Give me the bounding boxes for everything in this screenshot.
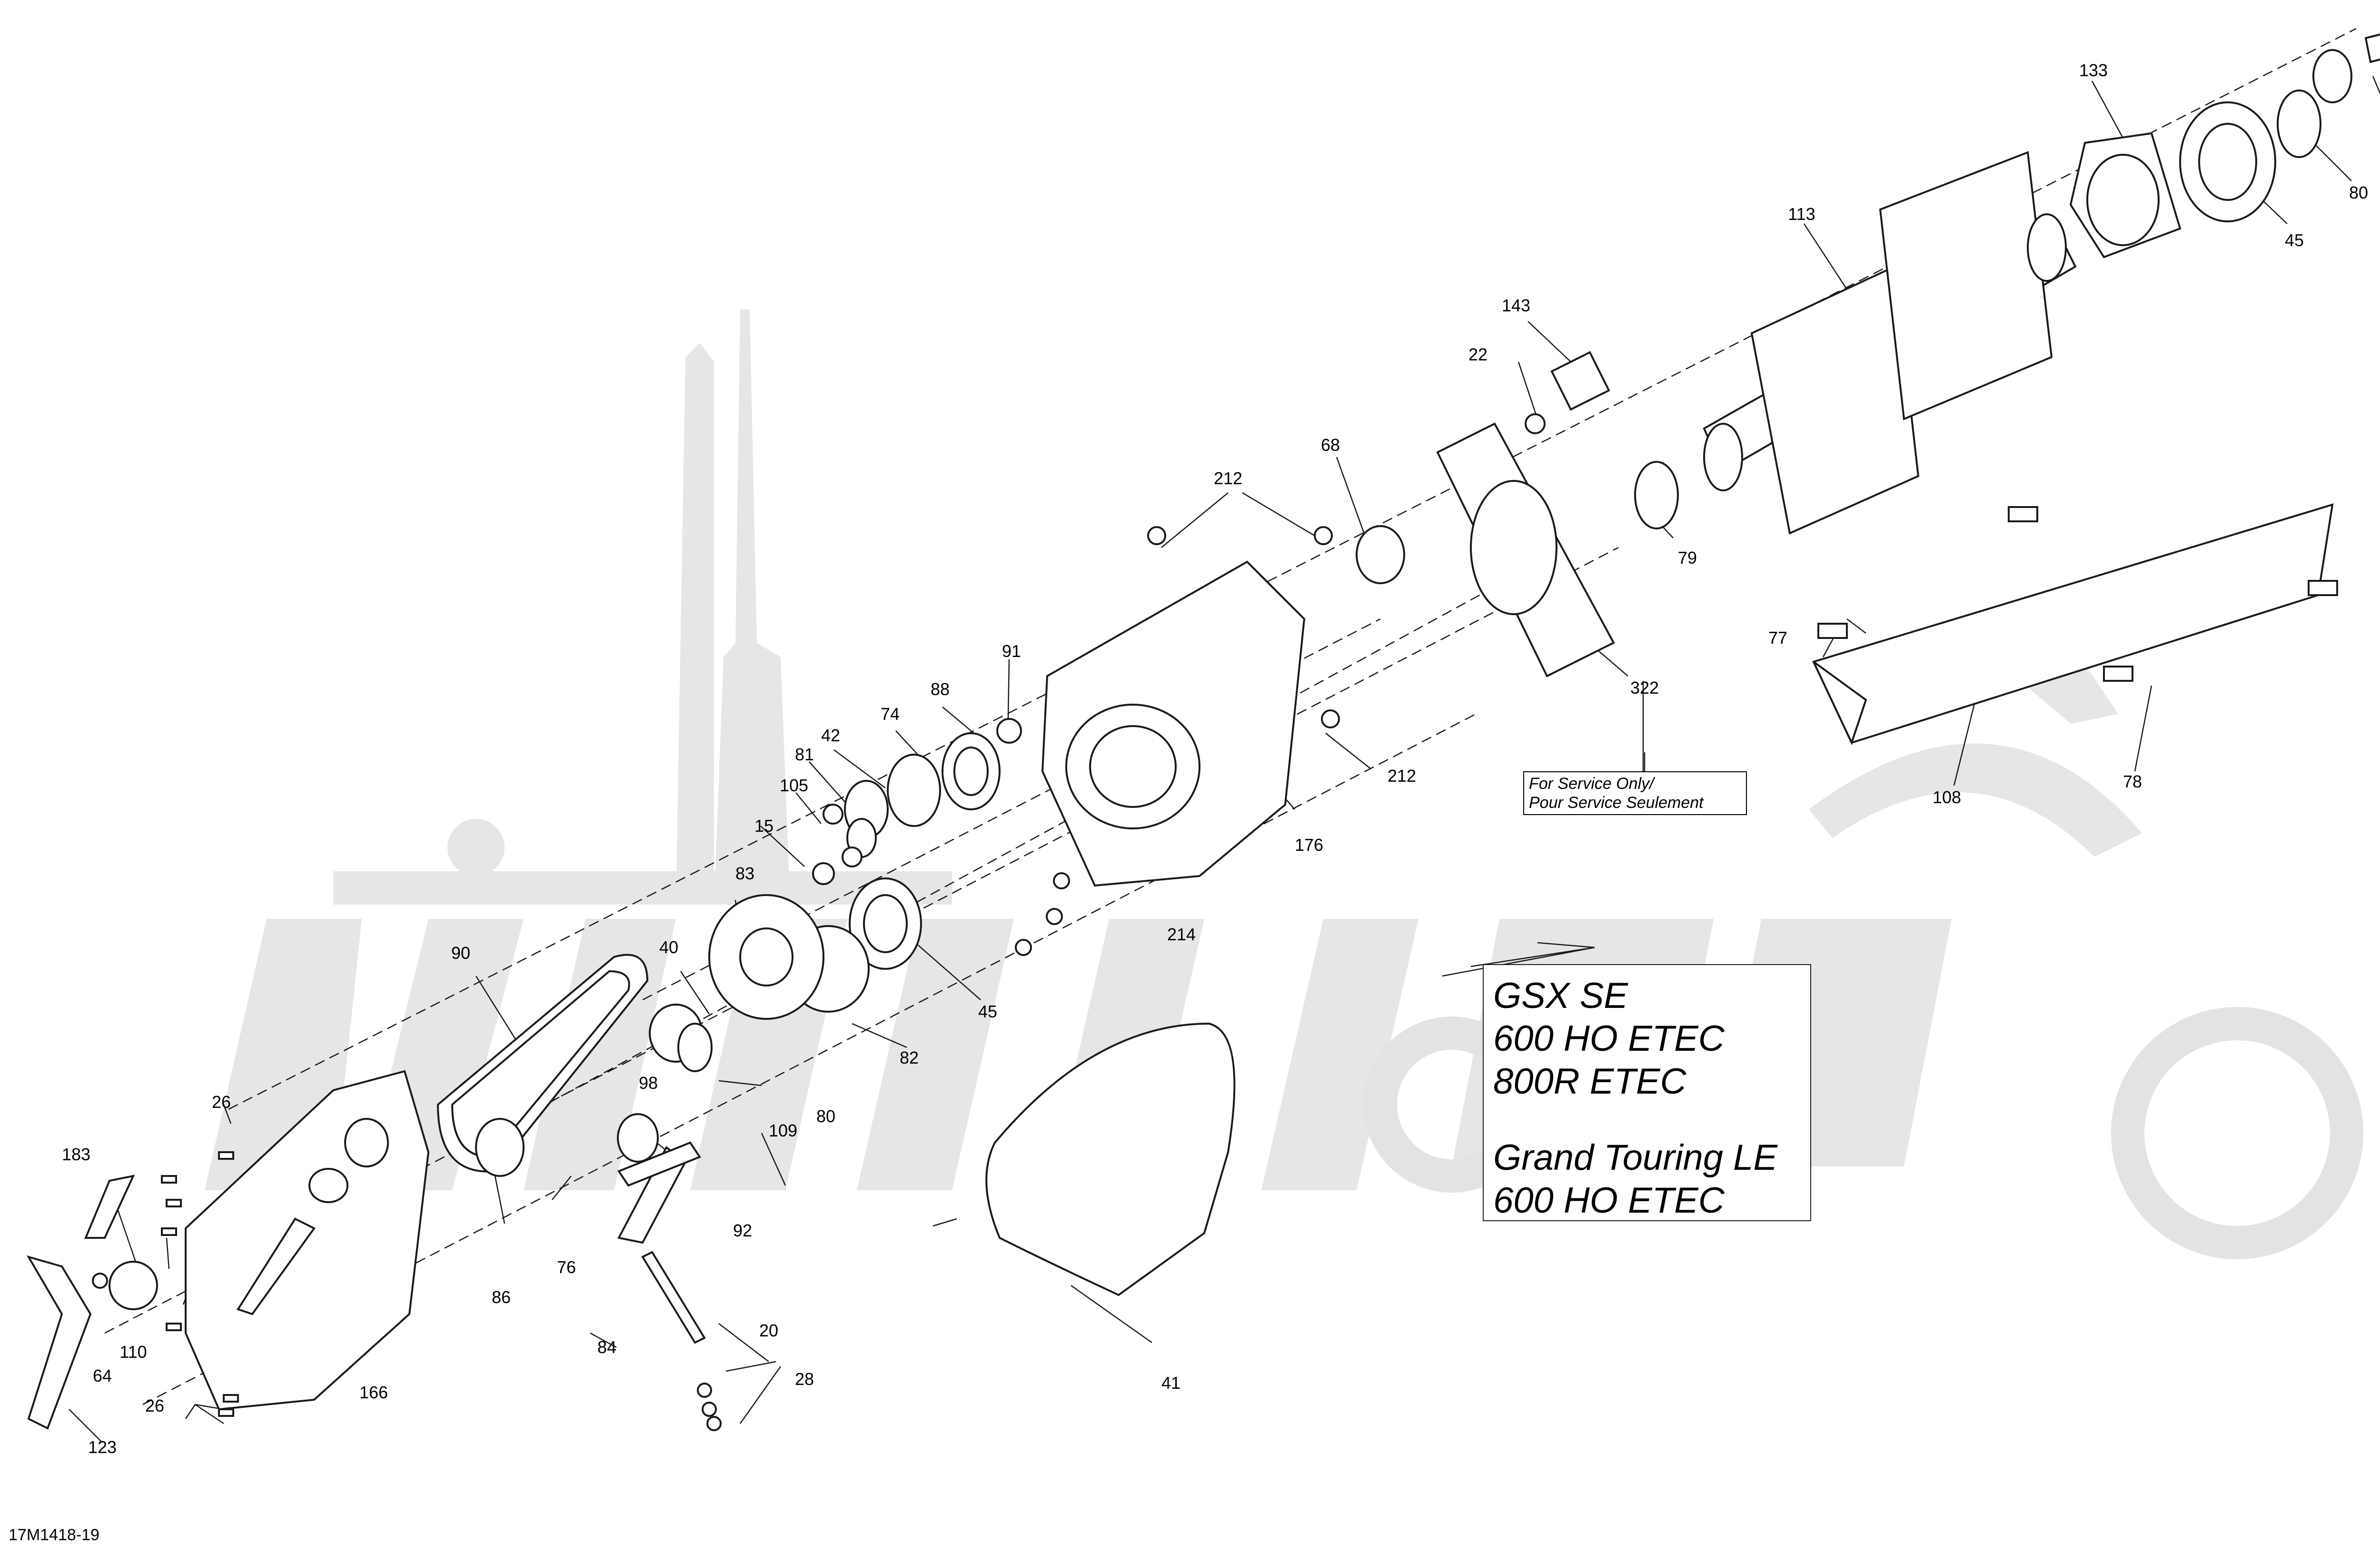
callout-91: 91 bbox=[1002, 641, 1021, 661]
callout-123: 123 bbox=[88, 1437, 117, 1457]
service-note-line1: For Service Only/ bbox=[1529, 775, 1654, 793]
callout-166: 166 bbox=[359, 1383, 388, 1402]
callout-113: 113 bbox=[1788, 204, 1815, 224]
callout-26-top: 26 bbox=[211, 1092, 231, 1112]
model-line-5: 600 HO ETEC bbox=[1493, 1180, 1725, 1221]
callout-109: 109 bbox=[768, 1121, 798, 1140]
service-note-line2: Pour Service Seulement bbox=[1529, 794, 1704, 812]
callout-86: 86 bbox=[491, 1287, 511, 1307]
service-note: For Service Only/ Pour Service Seulement bbox=[1523, 771, 1747, 815]
callout-84: 84 bbox=[597, 1337, 617, 1357]
callout-82: 82 bbox=[899, 1048, 919, 1067]
callout-92: 92 bbox=[733, 1221, 753, 1240]
callout-15: 15 bbox=[754, 816, 774, 836]
callout-78: 78 bbox=[2122, 772, 2142, 791]
callout-26-bottom: 26 bbox=[145, 1396, 165, 1415]
model-line-4: Grand Touring LE bbox=[1493, 1137, 1778, 1178]
callout-214: 214 bbox=[1167, 925, 1196, 944]
model-spacer bbox=[1493, 1103, 1801, 1136]
callout-45-mid: 45 bbox=[978, 1002, 998, 1021]
callout-143: 143 bbox=[1501, 296, 1531, 315]
callout-22: 22 bbox=[1468, 345, 1488, 364]
callout-77: 77 bbox=[1768, 628, 1788, 648]
callout-212-mid: 212 bbox=[1387, 766, 1417, 786]
callout-83: 83 bbox=[735, 864, 755, 883]
callout-80-top: 80 bbox=[2349, 183, 2369, 202]
callout-79: 79 bbox=[1677, 548, 1697, 568]
model-line-3: 800R ETEC bbox=[1493, 1061, 1686, 1102]
callout-108: 108 bbox=[1932, 787, 1962, 807]
model-line-2: 600 HO ETEC bbox=[1493, 1018, 1725, 1059]
callout-64: 64 bbox=[92, 1366, 112, 1385]
figure-id: 17M1418-19 bbox=[9, 1526, 99, 1544]
callout-88: 88 bbox=[930, 679, 950, 699]
callout-80-mid: 80 bbox=[816, 1106, 836, 1126]
callout-133: 133 bbox=[2079, 60, 2108, 80]
callout-105: 105 bbox=[779, 776, 809, 795]
callout-322: 322 bbox=[1630, 678, 1659, 697]
callout-41: 41 bbox=[1161, 1373, 1181, 1393]
callout-74: 74 bbox=[880, 704, 900, 724]
callout-42: 42 bbox=[821, 726, 841, 745]
callout-68: 68 bbox=[1320, 435, 1340, 455]
callout-183: 183 bbox=[61, 1145, 91, 1164]
callout-98: 98 bbox=[638, 1073, 658, 1093]
callout-212-top: 212 bbox=[1213, 468, 1243, 488]
callout-28: 28 bbox=[794, 1369, 814, 1389]
callout-40-mid: 40 bbox=[659, 937, 679, 957]
callout-20: 20 bbox=[759, 1321, 779, 1340]
callout-45-top: 45 bbox=[2284, 230, 2304, 250]
callout-90: 90 bbox=[451, 943, 471, 963]
model-list-box: GSX SE 600 HO ETEC 800R ETEC Grand Touri… bbox=[1483, 964, 1811, 1221]
parts bbox=[26, 33, 2380, 1431]
callout-110: 110 bbox=[119, 1342, 147, 1362]
callout-176: 176 bbox=[1294, 835, 1324, 855]
callout-76: 76 bbox=[556, 1257, 576, 1277]
callout-81: 81 bbox=[794, 745, 814, 764]
model-line-1: GSX SE bbox=[1493, 976, 1628, 1016]
